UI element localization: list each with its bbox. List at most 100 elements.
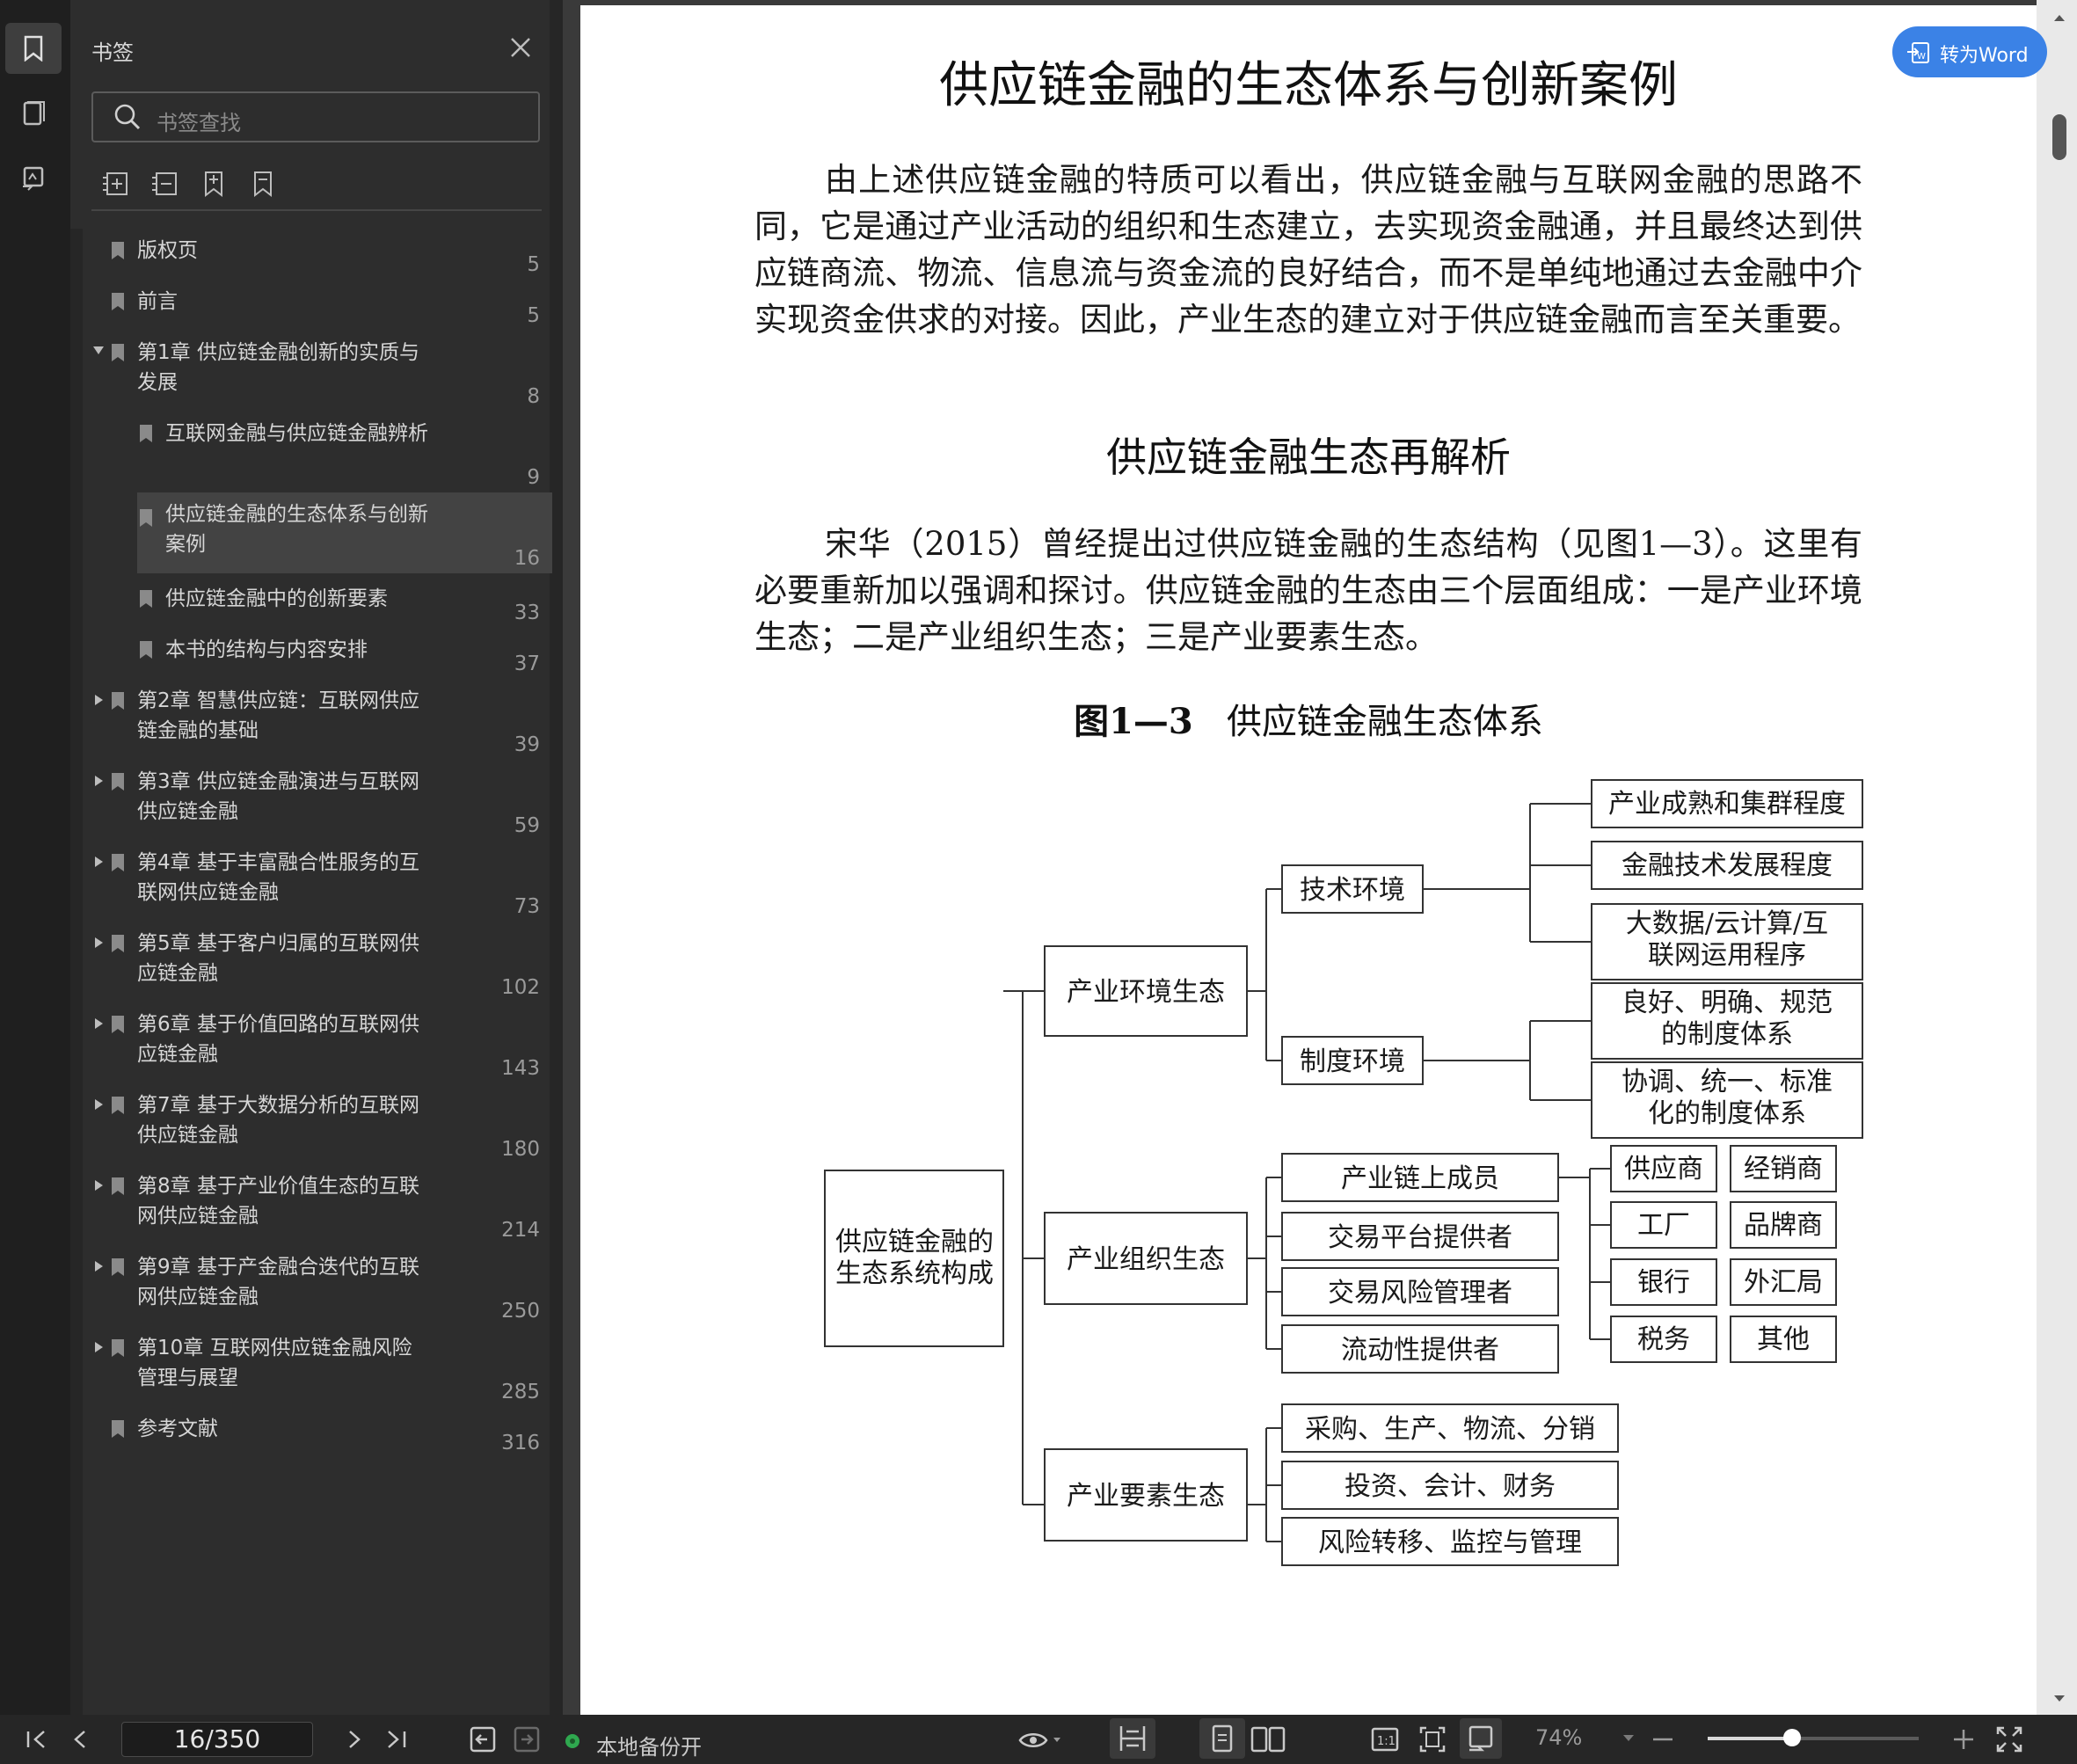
expand-toggle[interactable] [95,695,103,705]
bookmark-flag-icon [112,1177,124,1195]
thumbnail-panel-button[interactable] [5,88,62,139]
scroll-up-icon[interactable] [2052,12,2066,23]
single-page-button[interactable] [1199,1718,1245,1759]
single-page-icon [1212,1724,1233,1753]
bookmark-item[interactable]: 第8章 基于产业价值生态的互联网供应链金融 214 [83,1171,552,1245]
last-page-icon[interactable] [380,1723,413,1756]
bookmark-item[interactable]: 版权页 5 [83,236,552,280]
expand-toggle[interactable] [93,346,104,354]
backup-status-icon [565,1734,579,1748]
fullscreen-icon[interactable] [1993,1723,2026,1756]
bookmark-item[interactable]: 互联网金融与供应链金融辨析 9 [83,419,552,492]
zoom-level[interactable]: 74% [1535,1725,1583,1750]
expand-toggle[interactable] [95,1099,103,1110]
close-sidebar-button[interactable] [506,33,535,62]
bookmark-label: 前言 [137,290,178,313]
zoom-out-icon[interactable] [1646,1723,1680,1756]
bookmark-page: 59 [514,814,540,837]
double-page-icon[interactable] [1249,1723,1287,1756]
expand-toggle[interactable] [95,937,103,948]
bookmark-item[interactable]: 第7章 基于大数据分析的互联网供应链金融 180 [83,1090,552,1164]
rotate-button[interactable] [1460,1718,1502,1759]
panel-splitter[interactable] [563,0,580,1715]
bookmark-item[interactable]: 第10章 互联网供应链金融风险管理与展望 285 [83,1333,552,1407]
expand-toggle[interactable] [95,1342,103,1352]
bookmark-page: 285 [501,1381,540,1403]
bookmark-item-active[interactable]: 供应链金融的生态体系与创新案例 16 [137,492,552,573]
left-rail [0,0,70,1715]
annotation-panel-button[interactable] [5,153,62,204]
diagram-member: 其他 [1757,1324,1810,1355]
diagram-env: 产业环境生态 [1067,977,1225,1008]
bookmark-item[interactable]: 供应链金融中的创新要素 33 [83,584,552,628]
search-icon [114,104,141,130]
bookmark-flag-icon [112,1016,124,1033]
history-back-icon[interactable] [466,1723,499,1756]
backup-status-label[interactable]: 本地备份开 [596,1735,702,1760]
convert-to-word-button[interactable]: W 转为Word [1892,26,2047,77]
sidebar-scrollbar[interactable] [550,0,563,1715]
first-page-icon[interactable] [19,1723,53,1756]
expand-all-button[interactable] [100,169,132,200]
bookmark-item[interactable]: 本书的结构与内容安排 37 [83,635,552,679]
bookmark-page: 316 [501,1432,540,1454]
diagram-elem-item: 投资、会计、财务 [1345,1471,1556,1502]
diagram-member: 品牌商 [1744,1210,1823,1241]
bookmark-label: 第6章 基于价值回路的互联网供应链金融 [137,1013,419,1066]
history-forward-icon[interactable] [510,1723,543,1756]
diagram-tech-item-line2: 联网运用程序 [1648,940,1806,971]
bookmark-label: 第5章 基于客户归属的互联网供应链金融 [137,932,419,985]
svg-text:W: W [1917,52,1926,62]
delete-bookmark-button[interactable] [248,169,280,200]
bookmark-item[interactable]: 前言 5 [83,287,552,331]
bookmark-page: 8 [527,385,540,408]
add-bookmark-button[interactable] [199,169,230,200]
expand-toggle[interactable] [95,856,103,867]
expand-toggle[interactable] [95,776,103,786]
expand-toggle[interactable] [95,1018,103,1029]
actual-size-icon[interactable]: 1:1 [1368,1723,1402,1756]
zoom-slider-track[interactable] [1708,1737,1919,1740]
fit-page-icon[interactable] [1416,1723,1449,1756]
bookmark-item[interactable]: 第3章 供应链金融演进与互联网供应链金融 59 [83,767,552,841]
document-scrollbar[interactable] [2037,0,2077,1715]
bookmark-item[interactable]: 第6章 基于价值回路的互联网供应链金融 143 [83,1010,552,1083]
diagram-inst-item-line1: 协调、统一、标准 [1622,1067,1833,1097]
zoom-dropdown-icon[interactable] [1622,1732,1636,1743]
bookmark-item[interactable]: 第1章 供应链金融创新的实质与发展 8 [83,338,552,412]
page-fit-button[interactable] [1110,1718,1155,1759]
bookmark-label: 第7章 基于大数据分析的互联网供应链金融 [137,1094,419,1147]
thumbnail-icon [23,101,45,126]
bookmark-panel-button[interactable] [5,23,62,74]
ecosystem-diagram: 供应链金融的 生态系统构成 产业环境生态 产业组织生态 产业要素生态 技术环境 … [824,779,1863,1566]
diagram-org-item: 交易平台提供者 [1328,1222,1512,1253]
bookmark-item[interactable]: 第2章 智慧供应链：互联网供应链金融的基础 39 [83,686,552,760]
bookmark-flag-icon [112,773,124,791]
bookmark-search-input[interactable] [91,91,540,142]
next-page-icon[interactable] [338,1723,371,1756]
diagram-org: 产业组织生态 [1067,1244,1225,1275]
bookmark-item[interactable]: 第5章 基于客户归属的互联网供应链金融 102 [83,929,552,1002]
bookmark-flag-icon [140,590,152,608]
bookmark-item[interactable]: 第4章 基于丰富融合性服务的互联网供应链金融 73 [83,848,552,922]
bookmark-label: 供应链金融的生态体系与创新案例 [165,503,428,556]
expand-toggle[interactable] [95,1180,103,1191]
diagram-tech-item-line1: 大数据/云计算/互 [1626,908,1828,939]
diagram-member: 工厂 [1637,1210,1690,1241]
figure-title: 供应链金融生态体系 [1226,702,1543,742]
scroll-down-icon[interactable] [2052,1694,2066,1704]
remove-bookmark-icon [254,171,272,198]
zoom-in-icon[interactable] [1947,1723,1980,1756]
bookmark-item[interactable]: 第9章 基于产金融合迭代的互联网供应链金融 250 [83,1252,552,1326]
bookmark-label: 第3章 供应链金融演进与互联网供应链金融 [137,770,419,823]
page-number-input[interactable]: 16/350 [121,1722,313,1757]
previous-page-icon[interactable] [63,1723,97,1756]
bookmark-item[interactable]: 参考文献 316 [83,1414,552,1458]
document-scroll-thumb[interactable] [2052,114,2066,160]
expand-toggle[interactable] [95,1261,103,1272]
bookmark-page: 5 [527,304,540,327]
bookmark-flag-icon [112,935,124,952]
zoom-slider-thumb[interactable] [1783,1729,1801,1746]
collapse-all-button[interactable] [149,169,181,200]
eye-protection-icon[interactable] [1017,1723,1064,1756]
